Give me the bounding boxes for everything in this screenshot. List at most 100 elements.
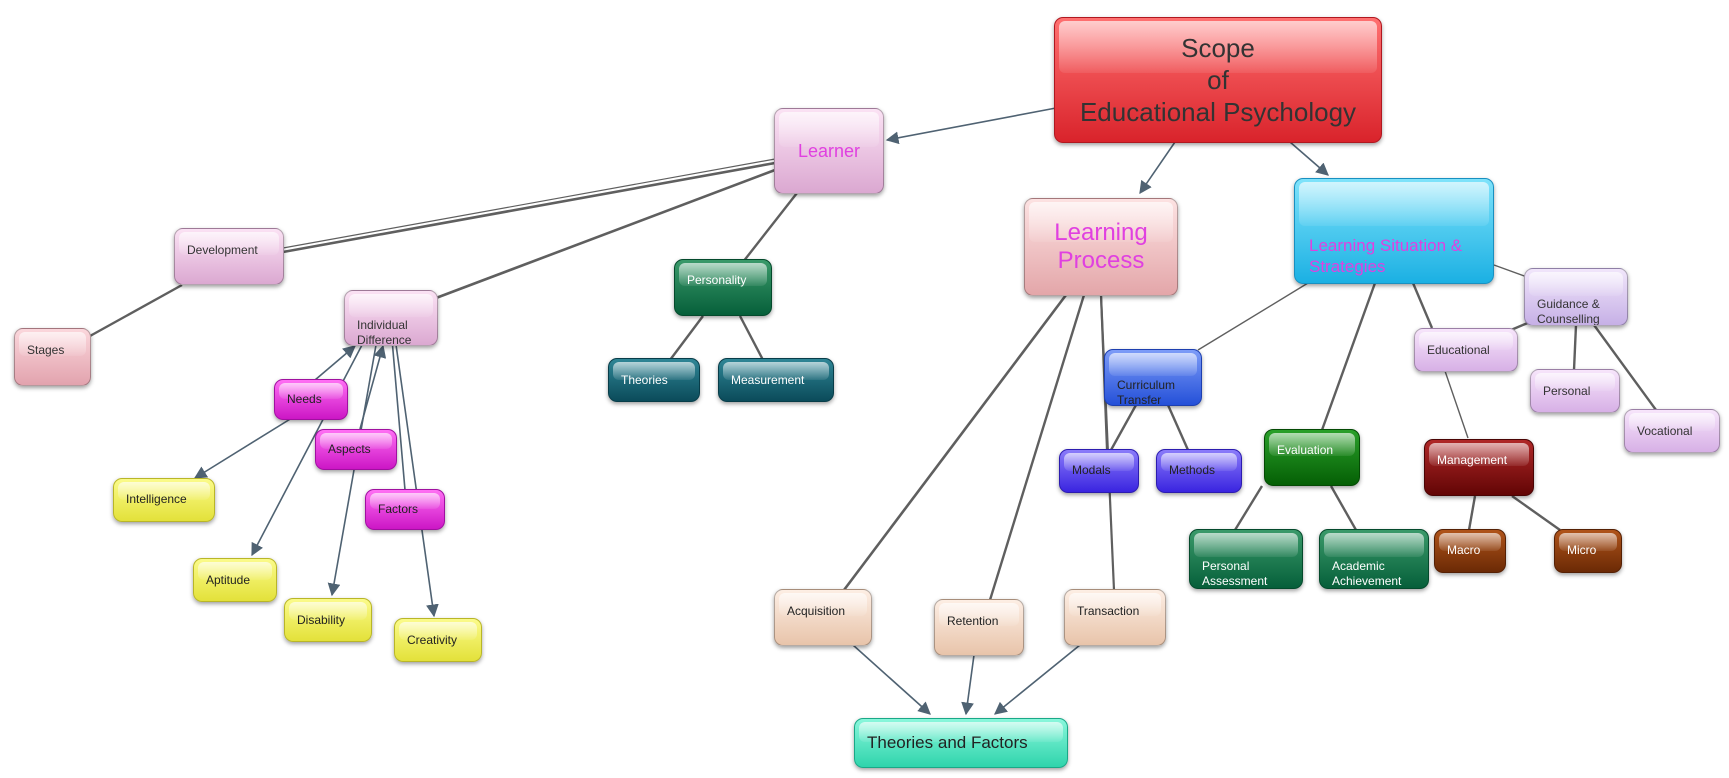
node-stages[interactable]: Stages bbox=[14, 328, 91, 386]
node-measurement[interactable]: Measurement bbox=[718, 358, 834, 402]
edge-evaluation-personal-assessment bbox=[1233, 485, 1264, 531]
node-management[interactable]: Management bbox=[1424, 439, 1534, 496]
node-needs-label: Needs bbox=[287, 392, 322, 406]
node-intelligence-label: Intelligence bbox=[126, 492, 187, 506]
node-learning-process[interactable]: Learning Process bbox=[1024, 198, 1178, 296]
node-macro-label: Macro bbox=[1447, 543, 1481, 557]
node-academic-achievement[interactable]: Academic Achievement bbox=[1319, 529, 1429, 589]
node-individual-difference-label: Individual Difference bbox=[357, 318, 412, 346]
edge-development-stages bbox=[89, 283, 183, 338]
node-theories[interactable]: Theories bbox=[608, 358, 700, 402]
node-vocational[interactable]: Vocational bbox=[1624, 409, 1720, 453]
node-curriculum-transfer-label: Curriculum Transfer bbox=[1117, 378, 1176, 406]
edge-scope-learning-situation bbox=[1289, 141, 1329, 176]
node-needs[interactable]: Needs bbox=[274, 379, 348, 420]
edge-scope-learner bbox=[885, 107, 1057, 145]
node-scope-label: Scope of Educational Psychology bbox=[1079, 33, 1357, 127]
node-retention[interactable]: Retention bbox=[934, 599, 1024, 656]
edge-personality-measurement bbox=[738, 315, 765, 361]
edge-management-macro bbox=[1467, 495, 1477, 531]
node-factors[interactable]: Factors bbox=[365, 489, 445, 530]
edge-guidance-personal bbox=[1572, 324, 1578, 371]
node-creativity[interactable]: Creativity bbox=[394, 618, 482, 662]
node-acquisition-label: Acquisition bbox=[787, 604, 846, 618]
edge-curriculum-modals bbox=[1109, 404, 1138, 451]
node-micro-label: Micro bbox=[1567, 543, 1597, 557]
node-personal-label: Personal bbox=[1543, 384, 1591, 398]
node-personality[interactable]: Personality bbox=[674, 259, 772, 316]
edge-individual-difference-creativity bbox=[391, 315, 439, 618]
node-educational[interactable]: Educational bbox=[1414, 328, 1518, 372]
node-personal-assessment[interactable]: Personal Assessment bbox=[1189, 529, 1303, 589]
edge-learning-process-acquisition bbox=[842, 294, 1068, 591]
edge-learner-development-thick bbox=[282, 161, 776, 254]
node-disability-label: Disability bbox=[297, 613, 346, 627]
node-vocational-label: Vocational bbox=[1637, 424, 1693, 438]
node-factors-label: Factors bbox=[378, 502, 419, 516]
edge-situation-educational bbox=[1411, 282, 1434, 329]
node-academic-achievement-label: Academic Achievement bbox=[1332, 559, 1402, 588]
node-transaction[interactable]: Transaction bbox=[1064, 589, 1166, 646]
node-intelligence[interactable]: Intelligence bbox=[113, 478, 215, 522]
node-micro[interactable]: Micro bbox=[1554, 529, 1622, 573]
edge-scope-learning-process bbox=[1139, 141, 1176, 195]
node-evaluation[interactable]: Evaluation bbox=[1264, 429, 1360, 486]
node-personal[interactable]: Personal bbox=[1530, 369, 1620, 413]
node-macro[interactable]: Macro bbox=[1434, 529, 1506, 573]
node-guidance-counselling[interactable]: Guidance & Counselling bbox=[1524, 268, 1628, 326]
node-learning-process-label: Learning Process bbox=[1054, 219, 1148, 274]
node-scope[interactable]: Scope of Educational Psychology bbox=[1054, 17, 1382, 143]
node-stages-label: Stages bbox=[27, 343, 65, 357]
node-methods[interactable]: Methods bbox=[1156, 449, 1242, 493]
node-development[interactable]: Development bbox=[174, 228, 284, 285]
edge-learner-personality bbox=[742, 192, 798, 263]
edge-needs-individual-difference bbox=[314, 345, 356, 381]
edge-situation-evaluation bbox=[1320, 282, 1377, 431]
node-retention-label: Retention bbox=[947, 614, 999, 628]
edge-guidance-vocational bbox=[1593, 324, 1657, 411]
edge-management-micro bbox=[1511, 495, 1561, 531]
node-individual-difference[interactable]: Individual Difference bbox=[344, 290, 438, 346]
edge-retention-theories bbox=[961, 654, 975, 716]
edge-acquisition-theories bbox=[852, 644, 931, 715]
node-learning-situation[interactable]: Learning Situation & Strategies bbox=[1294, 178, 1494, 284]
edge-learner-development bbox=[282, 158, 776, 249]
node-theories-and-factors[interactable]: Theories and Factors bbox=[854, 718, 1068, 768]
node-theories-and-factors-label: Theories and Factors bbox=[867, 733, 1028, 752]
node-transaction-label: Transaction bbox=[1077, 604, 1140, 618]
edge-situation-curriculum bbox=[1197, 282, 1309, 351]
node-aptitude-label: Aptitude bbox=[206, 573, 251, 587]
node-theories-label: Theories bbox=[621, 373, 668, 387]
node-modals-label: Modals bbox=[1072, 463, 1111, 477]
edge-needs-intelligence bbox=[193, 412, 301, 479]
edge-personality-theories bbox=[669, 315, 704, 361]
edge-learner-individual-difference bbox=[435, 168, 776, 300]
node-acquisition[interactable]: Acquisition bbox=[774, 589, 872, 646]
edge-transaction-theories bbox=[994, 644, 1081, 715]
node-methods-label: Methods bbox=[1169, 463, 1216, 477]
edge-evaluation-academic bbox=[1329, 485, 1358, 531]
node-management-label: Management bbox=[1437, 453, 1508, 467]
node-personal-assessment-label: Personal Assessment bbox=[1202, 559, 1268, 588]
node-modals[interactable]: Modals bbox=[1059, 449, 1139, 493]
node-disability[interactable]: Disability bbox=[284, 598, 372, 642]
node-development-label: Development bbox=[187, 243, 258, 257]
edge-learning-process-retention bbox=[988, 294, 1086, 601]
node-aspects-label: Aspects bbox=[328, 442, 371, 456]
node-measurement-label: Measurement bbox=[731, 373, 805, 387]
node-aspects[interactable]: Aspects bbox=[315, 429, 397, 470]
edge-situation-guidance bbox=[1493, 264, 1528, 278]
edge-curriculum-methods bbox=[1166, 404, 1190, 451]
node-personality-label: Personality bbox=[687, 273, 747, 287]
node-learner-label: Learner bbox=[797, 140, 861, 161]
node-educational-label: Educational bbox=[1427, 343, 1490, 357]
node-learning-situation-label: Learning Situation & Strategies bbox=[1309, 236, 1463, 276]
edge-individual-difference-disability bbox=[327, 344, 377, 597]
node-aptitude[interactable]: Aptitude bbox=[193, 558, 277, 602]
node-evaluation-label: Evaluation bbox=[1277, 443, 1334, 457]
node-curriculum-transfer[interactable]: Curriculum Transfer bbox=[1104, 349, 1202, 406]
node-creativity-label: Creativity bbox=[407, 633, 458, 647]
node-learner[interactable]: Learner bbox=[774, 108, 884, 194]
node-guidance-counselling-label: Guidance & Counselling bbox=[1537, 297, 1600, 326]
